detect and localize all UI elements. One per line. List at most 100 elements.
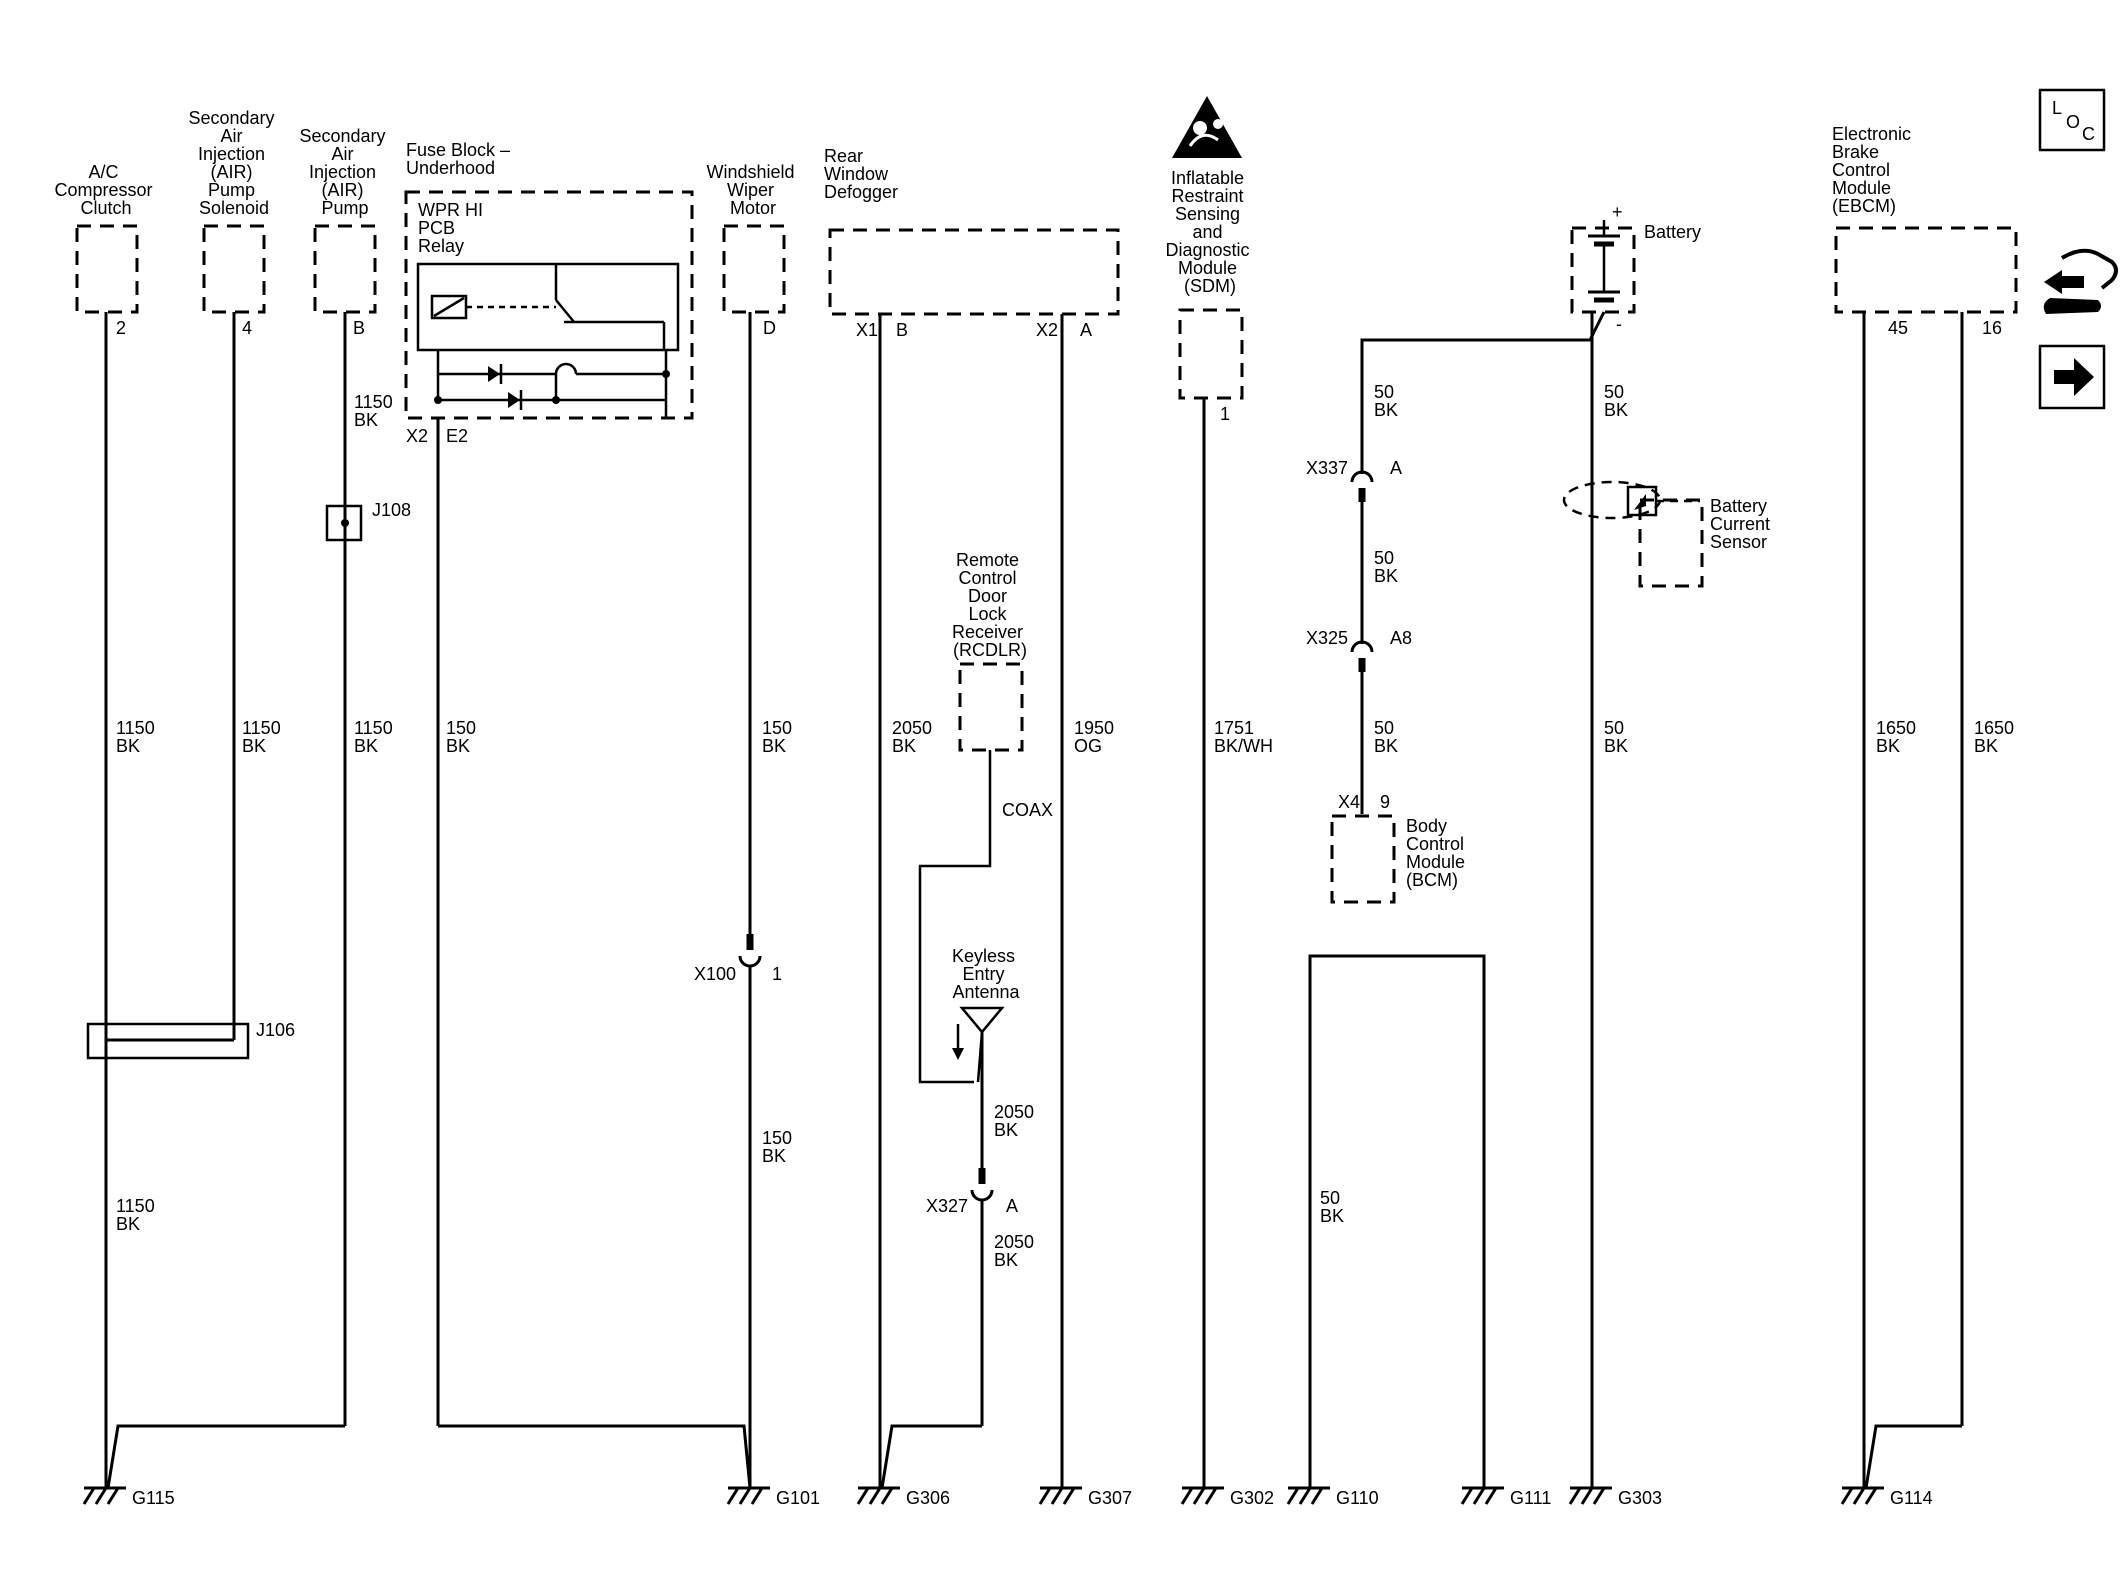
rear-defogger-box bbox=[828, 228, 1120, 316]
battery-minus: - bbox=[1616, 314, 1622, 334]
ebcm-label: Electronic Brake Control Module (EBCM) bbox=[1832, 124, 1916, 216]
ground-g101: G101 bbox=[726, 1486, 820, 1508]
ground-g110: G110 bbox=[1286, 1486, 1379, 1508]
connector-labels: J108 J106 X100 1 COAX X327 A X337 A X325… bbox=[256, 458, 1412, 1216]
ground-label: G111 bbox=[1510, 1488, 1551, 1508]
air-pump-box bbox=[313, 224, 377, 314]
wiper-pin: D bbox=[763, 318, 776, 338]
x337-label: X337 bbox=[1306, 458, 1348, 478]
rcdlr-label: Remote Control Door Lock Receiver (RCDLR… bbox=[952, 550, 1028, 660]
air-pump-label: Secondary Air Injection (AIR) Pump bbox=[299, 126, 390, 218]
bcm-box bbox=[1330, 814, 1396, 904]
sdm-box bbox=[1178, 308, 1244, 400]
ground-label: G101 bbox=[776, 1488, 820, 1508]
sensor-box bbox=[1638, 498, 1704, 588]
airbag-warning-icon bbox=[1172, 96, 1242, 158]
j108-label: J108 bbox=[372, 500, 411, 520]
ac-clutch-label: A/C Compressor Clutch bbox=[54, 162, 157, 218]
svg-text:L: L bbox=[2052, 98, 2062, 118]
defog-pin-x2: X2 bbox=[1036, 320, 1058, 340]
fuse-pin-e2: E2 bbox=[446, 426, 468, 446]
svg-text:O: O bbox=[2066, 112, 2080, 132]
x337-pin: A bbox=[1390, 458, 1402, 478]
ground-g115: G115 bbox=[82, 1486, 175, 1508]
battery-current-sensor: Battery Current Sensor bbox=[1562, 480, 1770, 588]
ground-g303: G303 bbox=[1568, 1486, 1662, 1508]
bcm-pin-9: 9 bbox=[1380, 792, 1390, 812]
loc-icon[interactable]: L O C bbox=[2038, 88, 2106, 152]
air-solenoid-box bbox=[202, 224, 266, 314]
rear-defogger-label: Rear Window Defogger bbox=[824, 146, 898, 202]
ground-label: G110 bbox=[1336, 1488, 1379, 1508]
x325-label: X325 bbox=[1306, 628, 1348, 648]
ground-label: G303 bbox=[1618, 1488, 1662, 1508]
x325-pin: A8 bbox=[1390, 628, 1412, 648]
fuse-pin-x2: X2 bbox=[406, 426, 428, 446]
relay-box bbox=[416, 262, 680, 352]
ground-g111: G111 bbox=[1460, 1486, 1551, 1508]
ebcm-box bbox=[1834, 226, 2018, 314]
bcm-pin-x4: X4 bbox=[1338, 792, 1360, 812]
battery-label: Battery bbox=[1644, 222, 1701, 242]
air-solenoid-label: Secondary Air Injection (AIR) Pump Solen… bbox=[188, 108, 279, 218]
ground-label: G302 bbox=[1230, 1488, 1274, 1508]
ac-compressor-clutch: A/C Compressor Clutch 2 bbox=[54, 162, 157, 338]
defog-pin-x1: X1 bbox=[856, 320, 878, 340]
sdm-label: Inflatable Restraint Sensing and Diagnos… bbox=[1165, 168, 1254, 296]
defog-pin-b: B bbox=[896, 320, 908, 340]
keyless-antenna-label: Keyless Entry Antenna bbox=[952, 946, 1021, 1002]
x327-label: X327 bbox=[926, 1196, 968, 1216]
battery-plus: + bbox=[1612, 202, 1623, 222]
ground-label: G307 bbox=[1088, 1488, 1132, 1508]
relay-label: WPR HI PCB Relay bbox=[418, 200, 488, 256]
svg-text:C: C bbox=[2082, 124, 2095, 144]
battery: + Battery - bbox=[1570, 202, 1701, 334]
x100-pin: 1 bbox=[772, 964, 782, 984]
rcdlr-box bbox=[958, 662, 1024, 752]
ground-g306: G306 bbox=[856, 1486, 950, 1508]
defog-pin-a: A bbox=[1080, 320, 1092, 340]
rear-window-defogger: Rear Window Defogger X1 B X2 A bbox=[824, 146, 1120, 340]
wiper-motor-label: Windshield Wiper Motor bbox=[706, 162, 799, 218]
j106-splice bbox=[86, 1022, 250, 1060]
wiper-motor-box bbox=[722, 224, 786, 314]
ebcm-pin-45: 45 bbox=[1888, 318, 1908, 338]
fuse-block-box bbox=[404, 190, 694, 420]
next-arrow-icon[interactable] bbox=[2038, 344, 2106, 410]
air-pump-pin: B bbox=[353, 318, 365, 338]
wires bbox=[86, 311, 1964, 1489]
x100-label: X100 bbox=[694, 964, 736, 984]
windshield-wiper-motor: Windshield Wiper Motor D bbox=[706, 162, 799, 338]
ac-clutch-box bbox=[75, 224, 139, 314]
ac-clutch-pin: 2 bbox=[116, 318, 126, 338]
fuse-block-underhood: Fuse Block – Underhood WPR HI PCB Relay bbox=[404, 140, 694, 446]
fuse-block-label: Fuse Block – Underhood bbox=[406, 140, 515, 178]
service-tool-icon[interactable] bbox=[2043, 248, 2118, 314]
ground-label: G114 bbox=[1890, 1488, 1933, 1508]
ground-g302: G302 bbox=[1180, 1486, 1274, 1508]
coax-label: COAX bbox=[1002, 800, 1053, 820]
electronic-brake-control-module: Electronic Brake Control Module (EBCM) 4… bbox=[1832, 124, 2018, 338]
j106-label: J106 bbox=[256, 1020, 295, 1040]
